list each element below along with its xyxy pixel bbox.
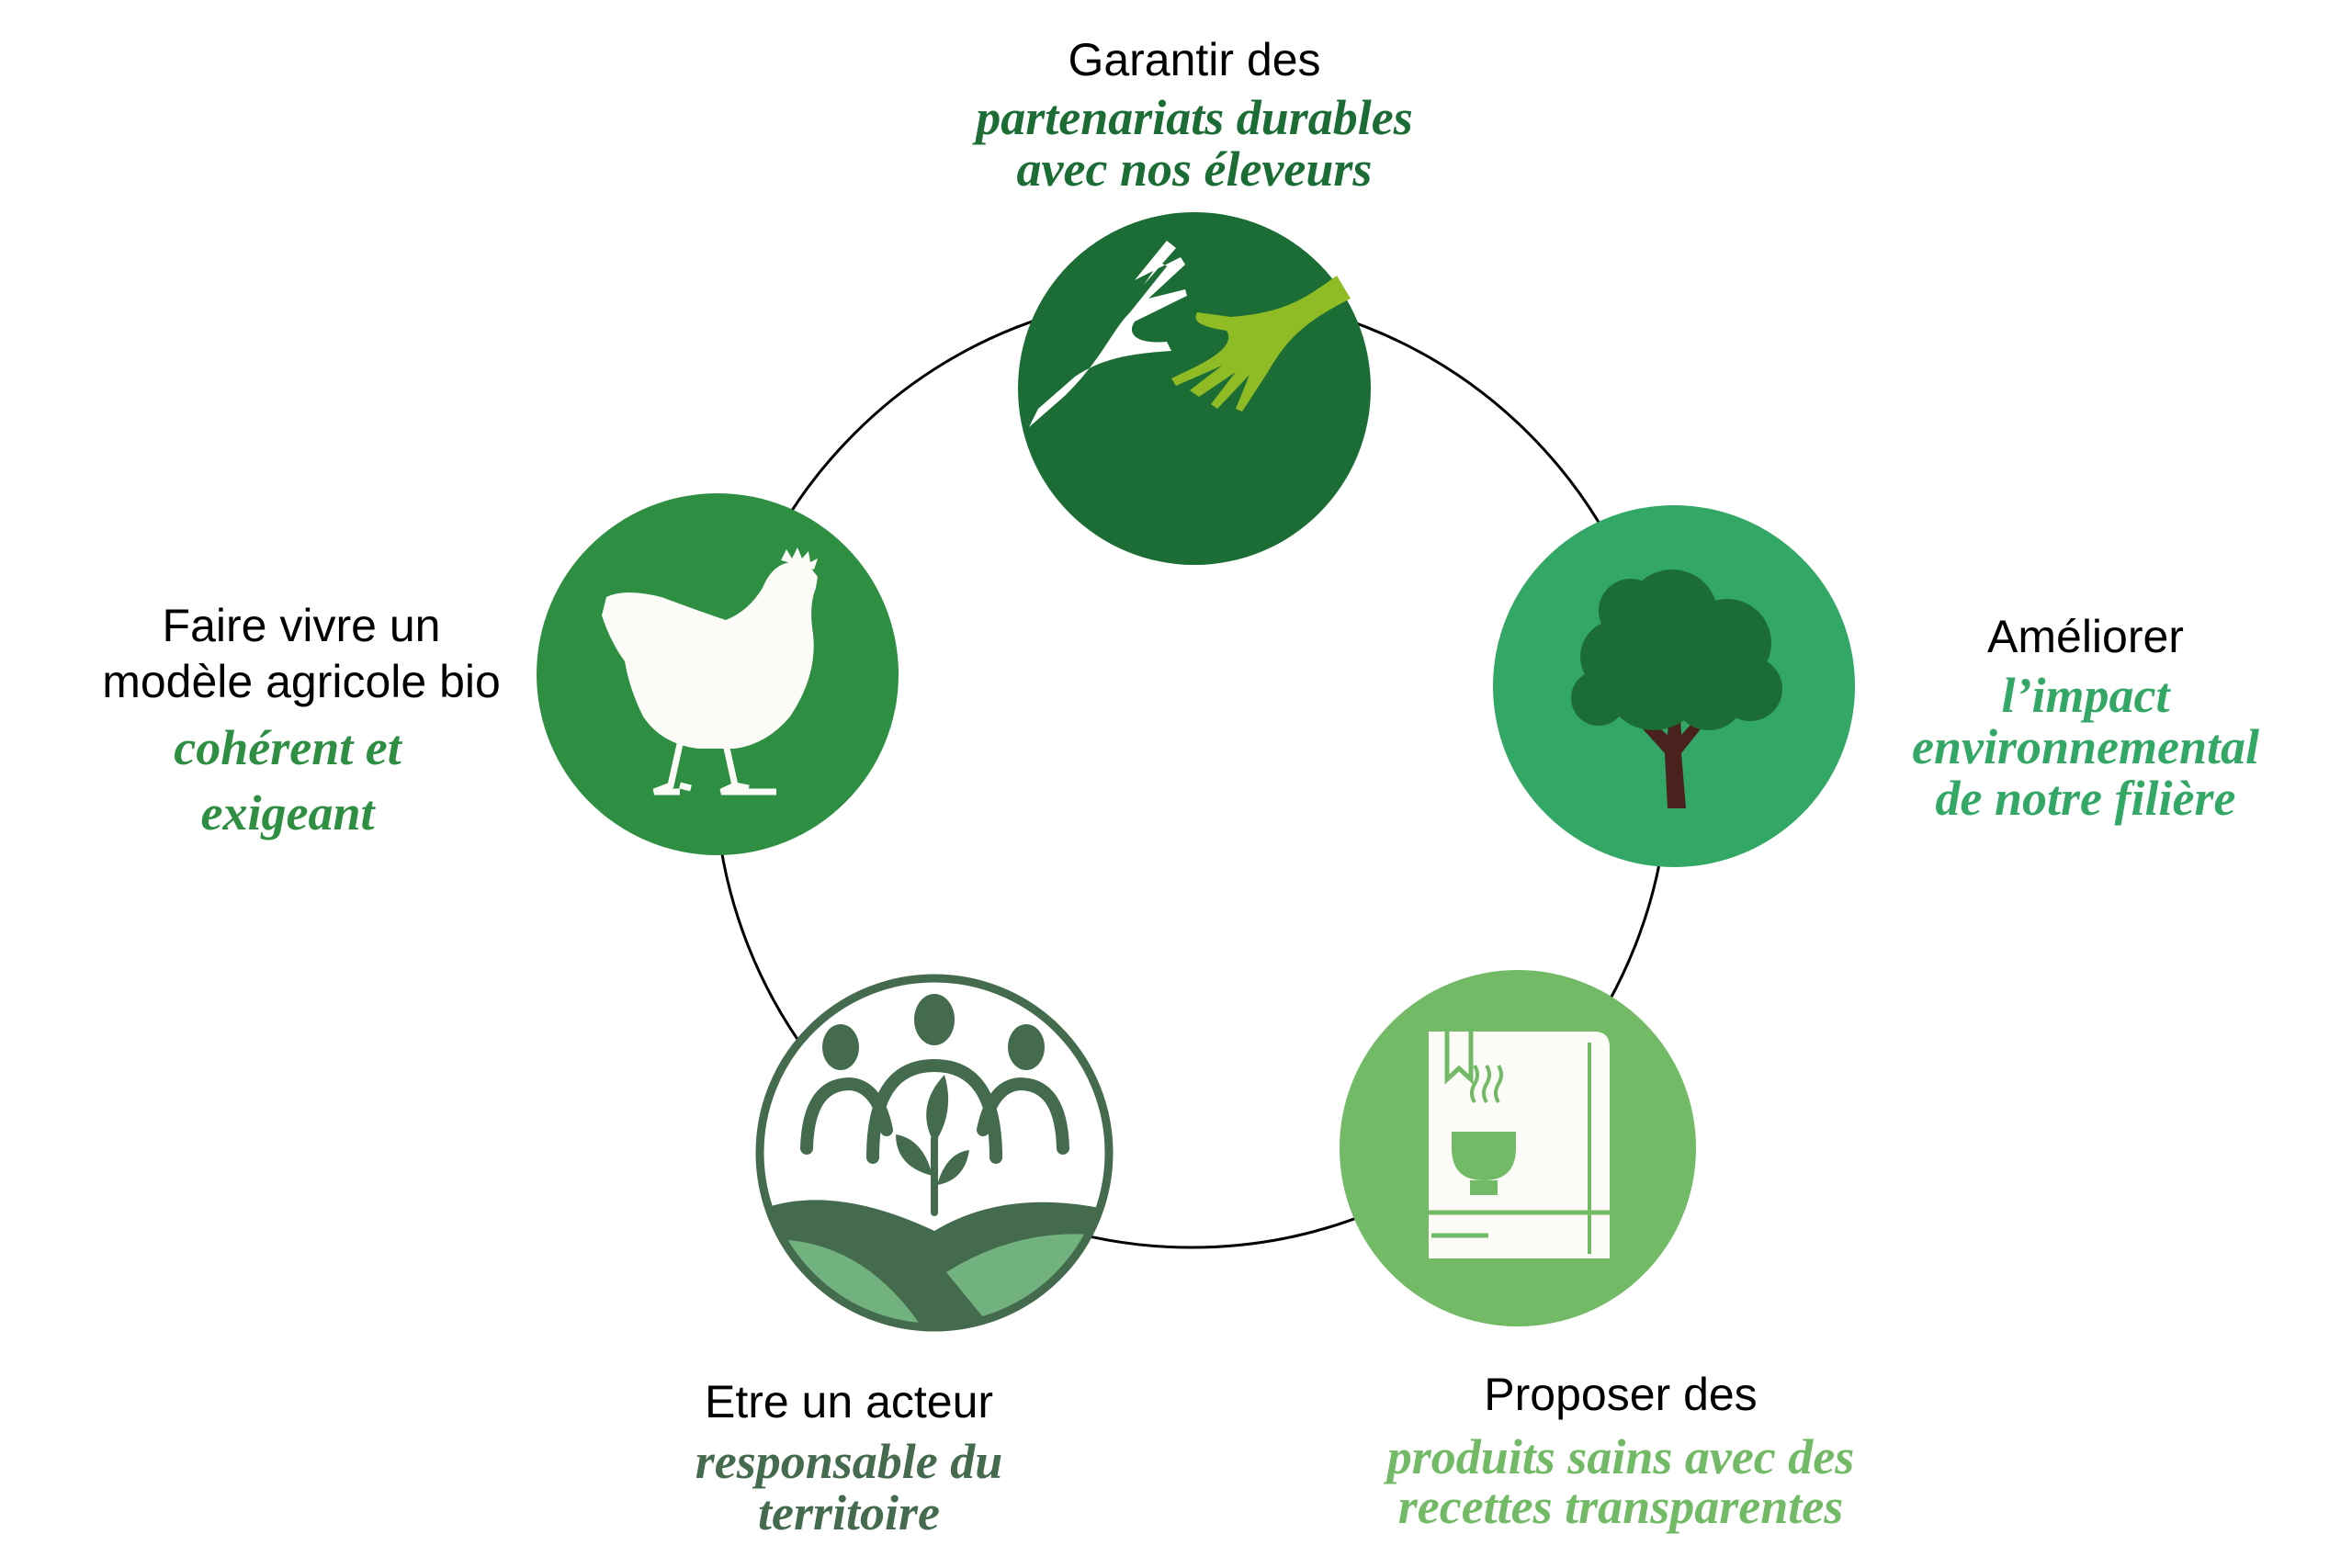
impact-emphasis-2: environnemental	[1912, 719, 2259, 774]
impact-emphasis-1: l’impact	[2002, 668, 2172, 723]
impact-node	[1493, 505, 1855, 867]
tree-icon	[1571, 570, 1782, 808]
partenariats-emphasis-2: avec nos éleveurs	[1017, 141, 1373, 197]
produits-emphasis-2: recettes transparentes	[1398, 1479, 1843, 1534]
territoire-emphasis-2: territoire	[758, 1485, 940, 1540]
partenariats-node	[1018, 212, 1371, 565]
territoire-title: Etre un acteur	[705, 1376, 993, 1427]
impact-emphasis-3: de notre filière	[1936, 771, 2236, 826]
modele-title-2: modèle agricole bio	[102, 656, 501, 707]
produits-title: Proposer des	[1484, 1369, 1757, 1420]
modele-emphasis-1: cohérent et	[174, 720, 402, 775]
impact-title: Améliorer	[1987, 611, 2184, 662]
modele-title-1: Faire vivre un	[163, 600, 441, 651]
produits-node	[1340, 970, 1696, 1326]
hands-icon	[1029, 241, 1351, 427]
modele-emphasis-2: exigeant	[201, 785, 377, 840]
modele-node	[537, 493, 899, 855]
partenariats-emphasis-1: partenariats durables	[972, 90, 1413, 145]
territoire-node	[755, 974, 1114, 1332]
recipe-book-icon	[1429, 1032, 1610, 1258]
produits-emphasis-1: produits sains avec des	[1384, 1429, 1855, 1484]
territoire-emphasis-1: responsable du	[695, 1434, 1003, 1489]
chicken-icon	[602, 547, 818, 795]
partenariats-title: Garantir des	[1068, 34, 1320, 85]
